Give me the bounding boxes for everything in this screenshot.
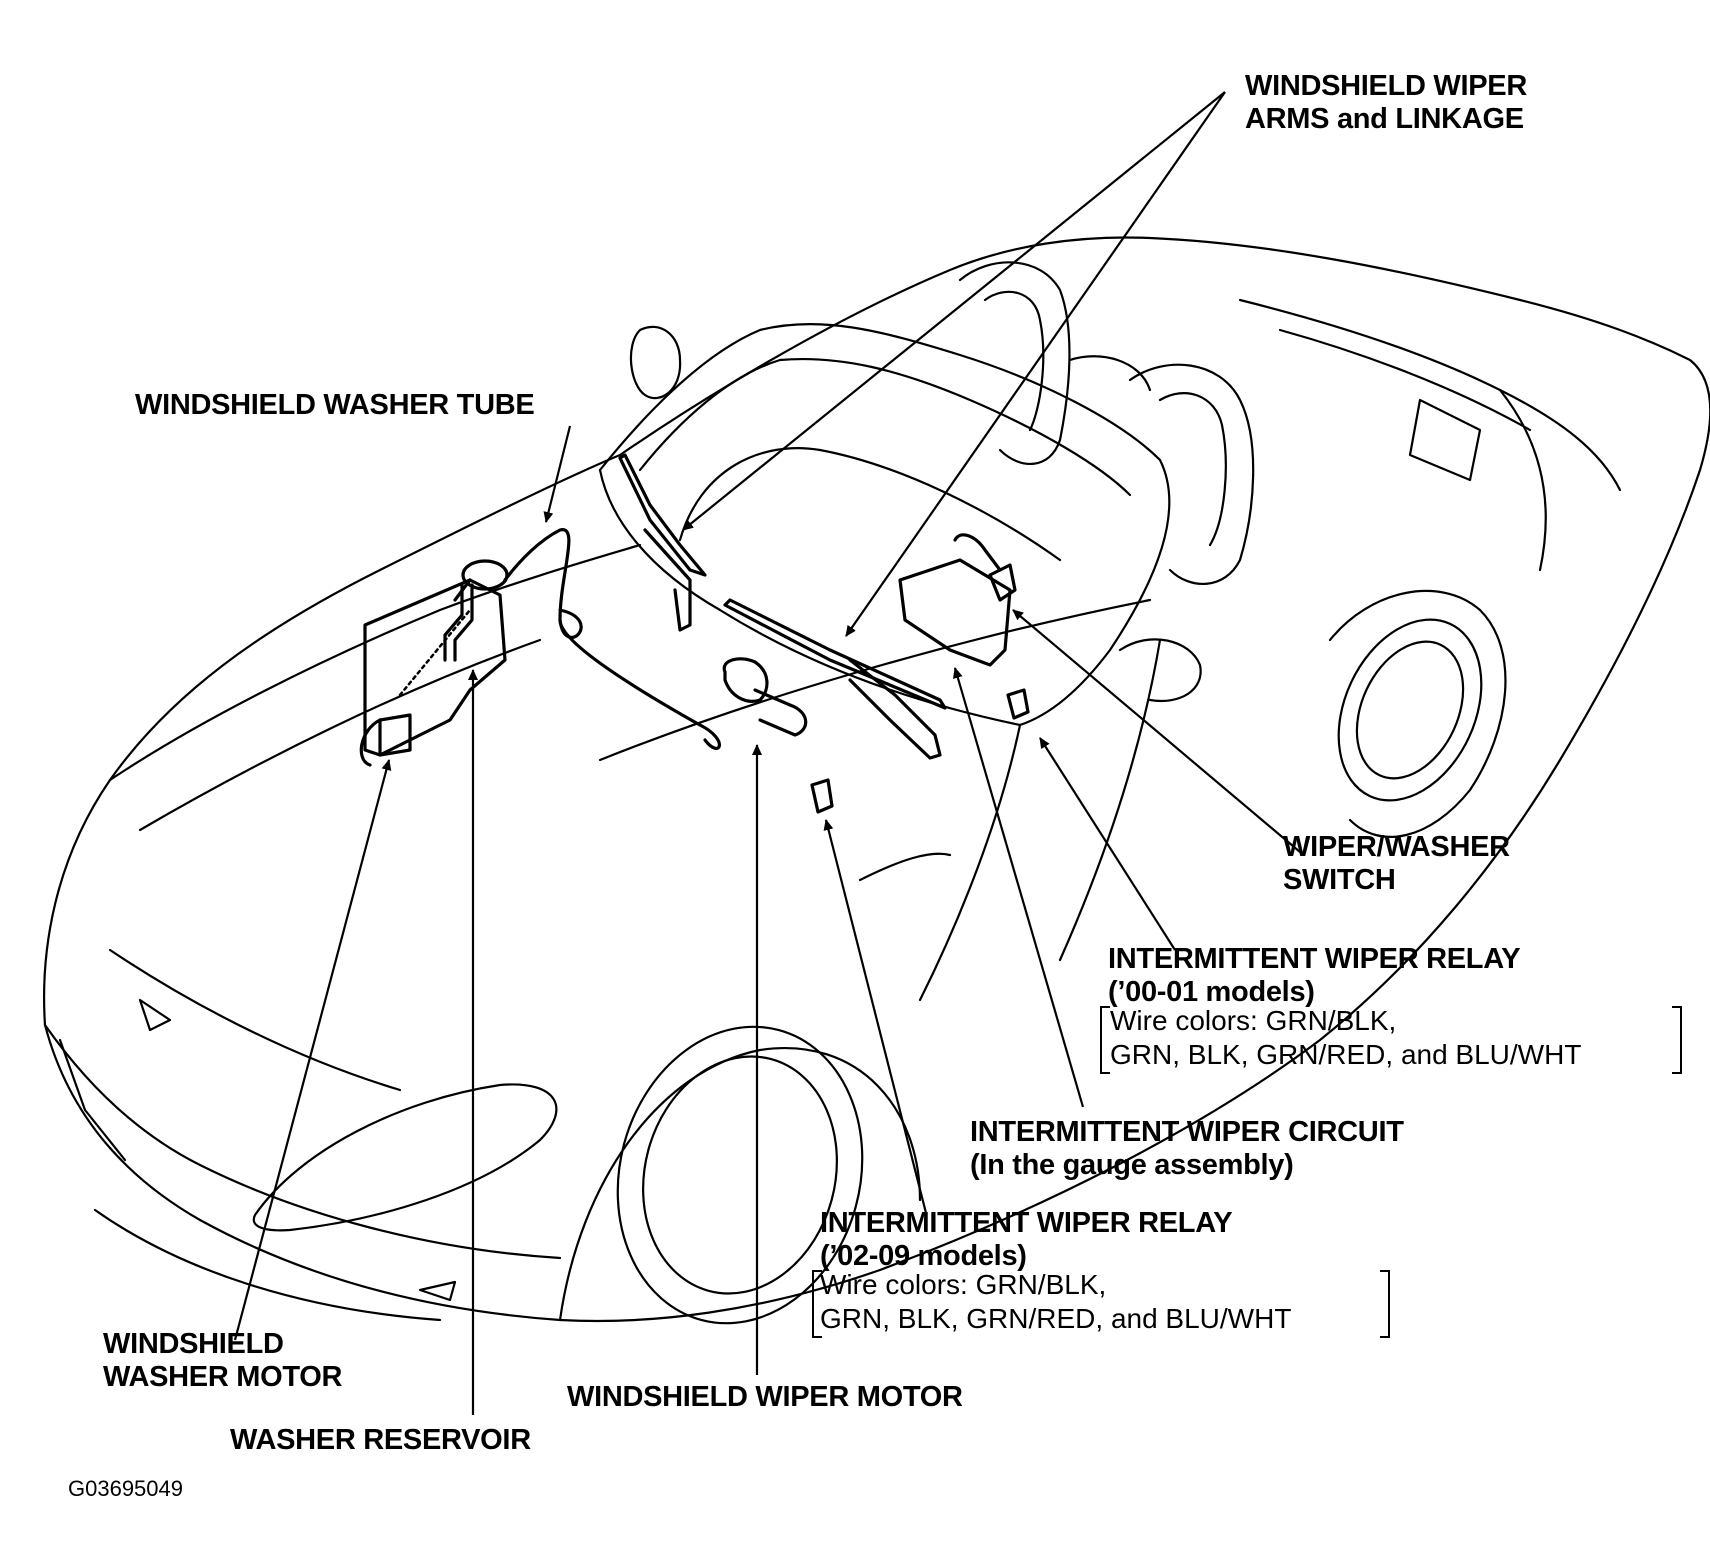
label-wiper-circuit: INTERMITTENT WIPER CIRCUIT (In the gauge…: [970, 1116, 1404, 1182]
label-washer-motor-line1: WINDSHIELD: [103, 1328, 284, 1360]
wiper-arm-right: [723, 598, 947, 710]
washer-tube-shape: [503, 528, 583, 639]
label-wiper-switch-line2: SWITCH: [1283, 864, 1396, 896]
label-relay-0001-models: (’00-01 models): [1108, 976, 1315, 1008]
washer-motor-shape: [378, 713, 412, 757]
label-wiper-arms-line1: WINDSHIELD WIPER: [1245, 70, 1527, 102]
label-wiper-circuit-line2: (In the gauge assembly): [970, 1149, 1294, 1181]
wiper-arm-left: [618, 453, 707, 577]
relay-0001-shape: [1006, 688, 1030, 720]
gauge-assembly-shape: [898, 558, 1012, 667]
leader-arrows: [233, 91, 1301, 1415]
bracket-right-0001: [1672, 1006, 1682, 1074]
wire-colors-0209: Wire colors: GRN/BLK, GRN, BLK, GRN/RED,…: [820, 1268, 1291, 1336]
bracket-left-0209: [812, 1270, 822, 1338]
label-wiper-arms-line2: ARMS and LINKAGE: [1245, 103, 1524, 135]
wiper-motor-shape: [722, 657, 769, 703]
label-wiper-circuit-line1: INTERMITTENT WIPER CIRCUIT: [970, 1116, 1404, 1148]
label-washer-reservoir-text: WASHER RESERVOIR: [230, 1424, 531, 1456]
bracket-left-0001: [1100, 1006, 1110, 1074]
label-relay-0209-models: (’02-09 models): [820, 1240, 1027, 1272]
bracket-right-0209: [1380, 1270, 1390, 1338]
label-washer-tube: WINDSHIELD WASHER TUBE: [135, 389, 535, 422]
relay-0209-shape: [810, 778, 834, 814]
car-body: [42, 236, 1710, 1325]
label-wiper-motor-text: WINDSHIELD WIPER MOTOR: [567, 1381, 963, 1413]
label-wiper-washer-switch: WIPER/WASHER SWITCH: [1283, 831, 1510, 897]
label-relay-02-09: INTERMITTENT WIPER RELAY (’02-09 models): [820, 1207, 1233, 1273]
label-washer-reservoir: WASHER RESERVOIR: [230, 1424, 531, 1457]
label-relay-0209-title: INTERMITTENT WIPER RELAY: [820, 1207, 1233, 1239]
label-washer-motor-line2: WASHER MOTOR: [103, 1361, 343, 1393]
components: [359, 453, 1030, 814]
label-wiper-switch-line1: WIPER/WASHER: [1283, 831, 1510, 863]
washer-reservoir-shape: [363, 578, 507, 757]
wire-colors-0001-line2: GRN, BLK, GRN/RED, and BLU/WHT: [1110, 1039, 1582, 1070]
label-relay-0001-title: INTERMITTENT WIPER RELAY: [1108, 943, 1521, 975]
label-relay-00-01: INTERMITTENT WIPER RELAY (’00-01 models): [1108, 943, 1521, 1009]
wire-colors-0209-line2: GRN, BLK, GRN/RED, and BLU/WHT: [820, 1303, 1292, 1334]
wire-colors-0209-line1: Wire colors: GRN/BLK,: [820, 1269, 1107, 1300]
wire-colors-0001: Wire colors: GRN/BLK, GRN, BLK, GRN/RED,…: [1110, 1004, 1581, 1072]
wiper-switch-shape: [953, 533, 1002, 572]
wire-colors-0001-line1: Wire colors: GRN/BLK,: [1110, 1005, 1397, 1036]
label-wiper-arms-linkage: WINDSHIELD WIPER ARMS and LINKAGE: [1245, 70, 1527, 136]
label-washer-motor: WINDSHIELD WASHER MOTOR: [103, 1328, 342, 1394]
figure-code: G03695049: [68, 1476, 183, 1501]
label-washer-tube-text: WINDSHIELD WASHER TUBE: [135, 389, 535, 421]
label-wiper-motor: WINDSHIELD WIPER MOTOR: [567, 1381, 963, 1414]
